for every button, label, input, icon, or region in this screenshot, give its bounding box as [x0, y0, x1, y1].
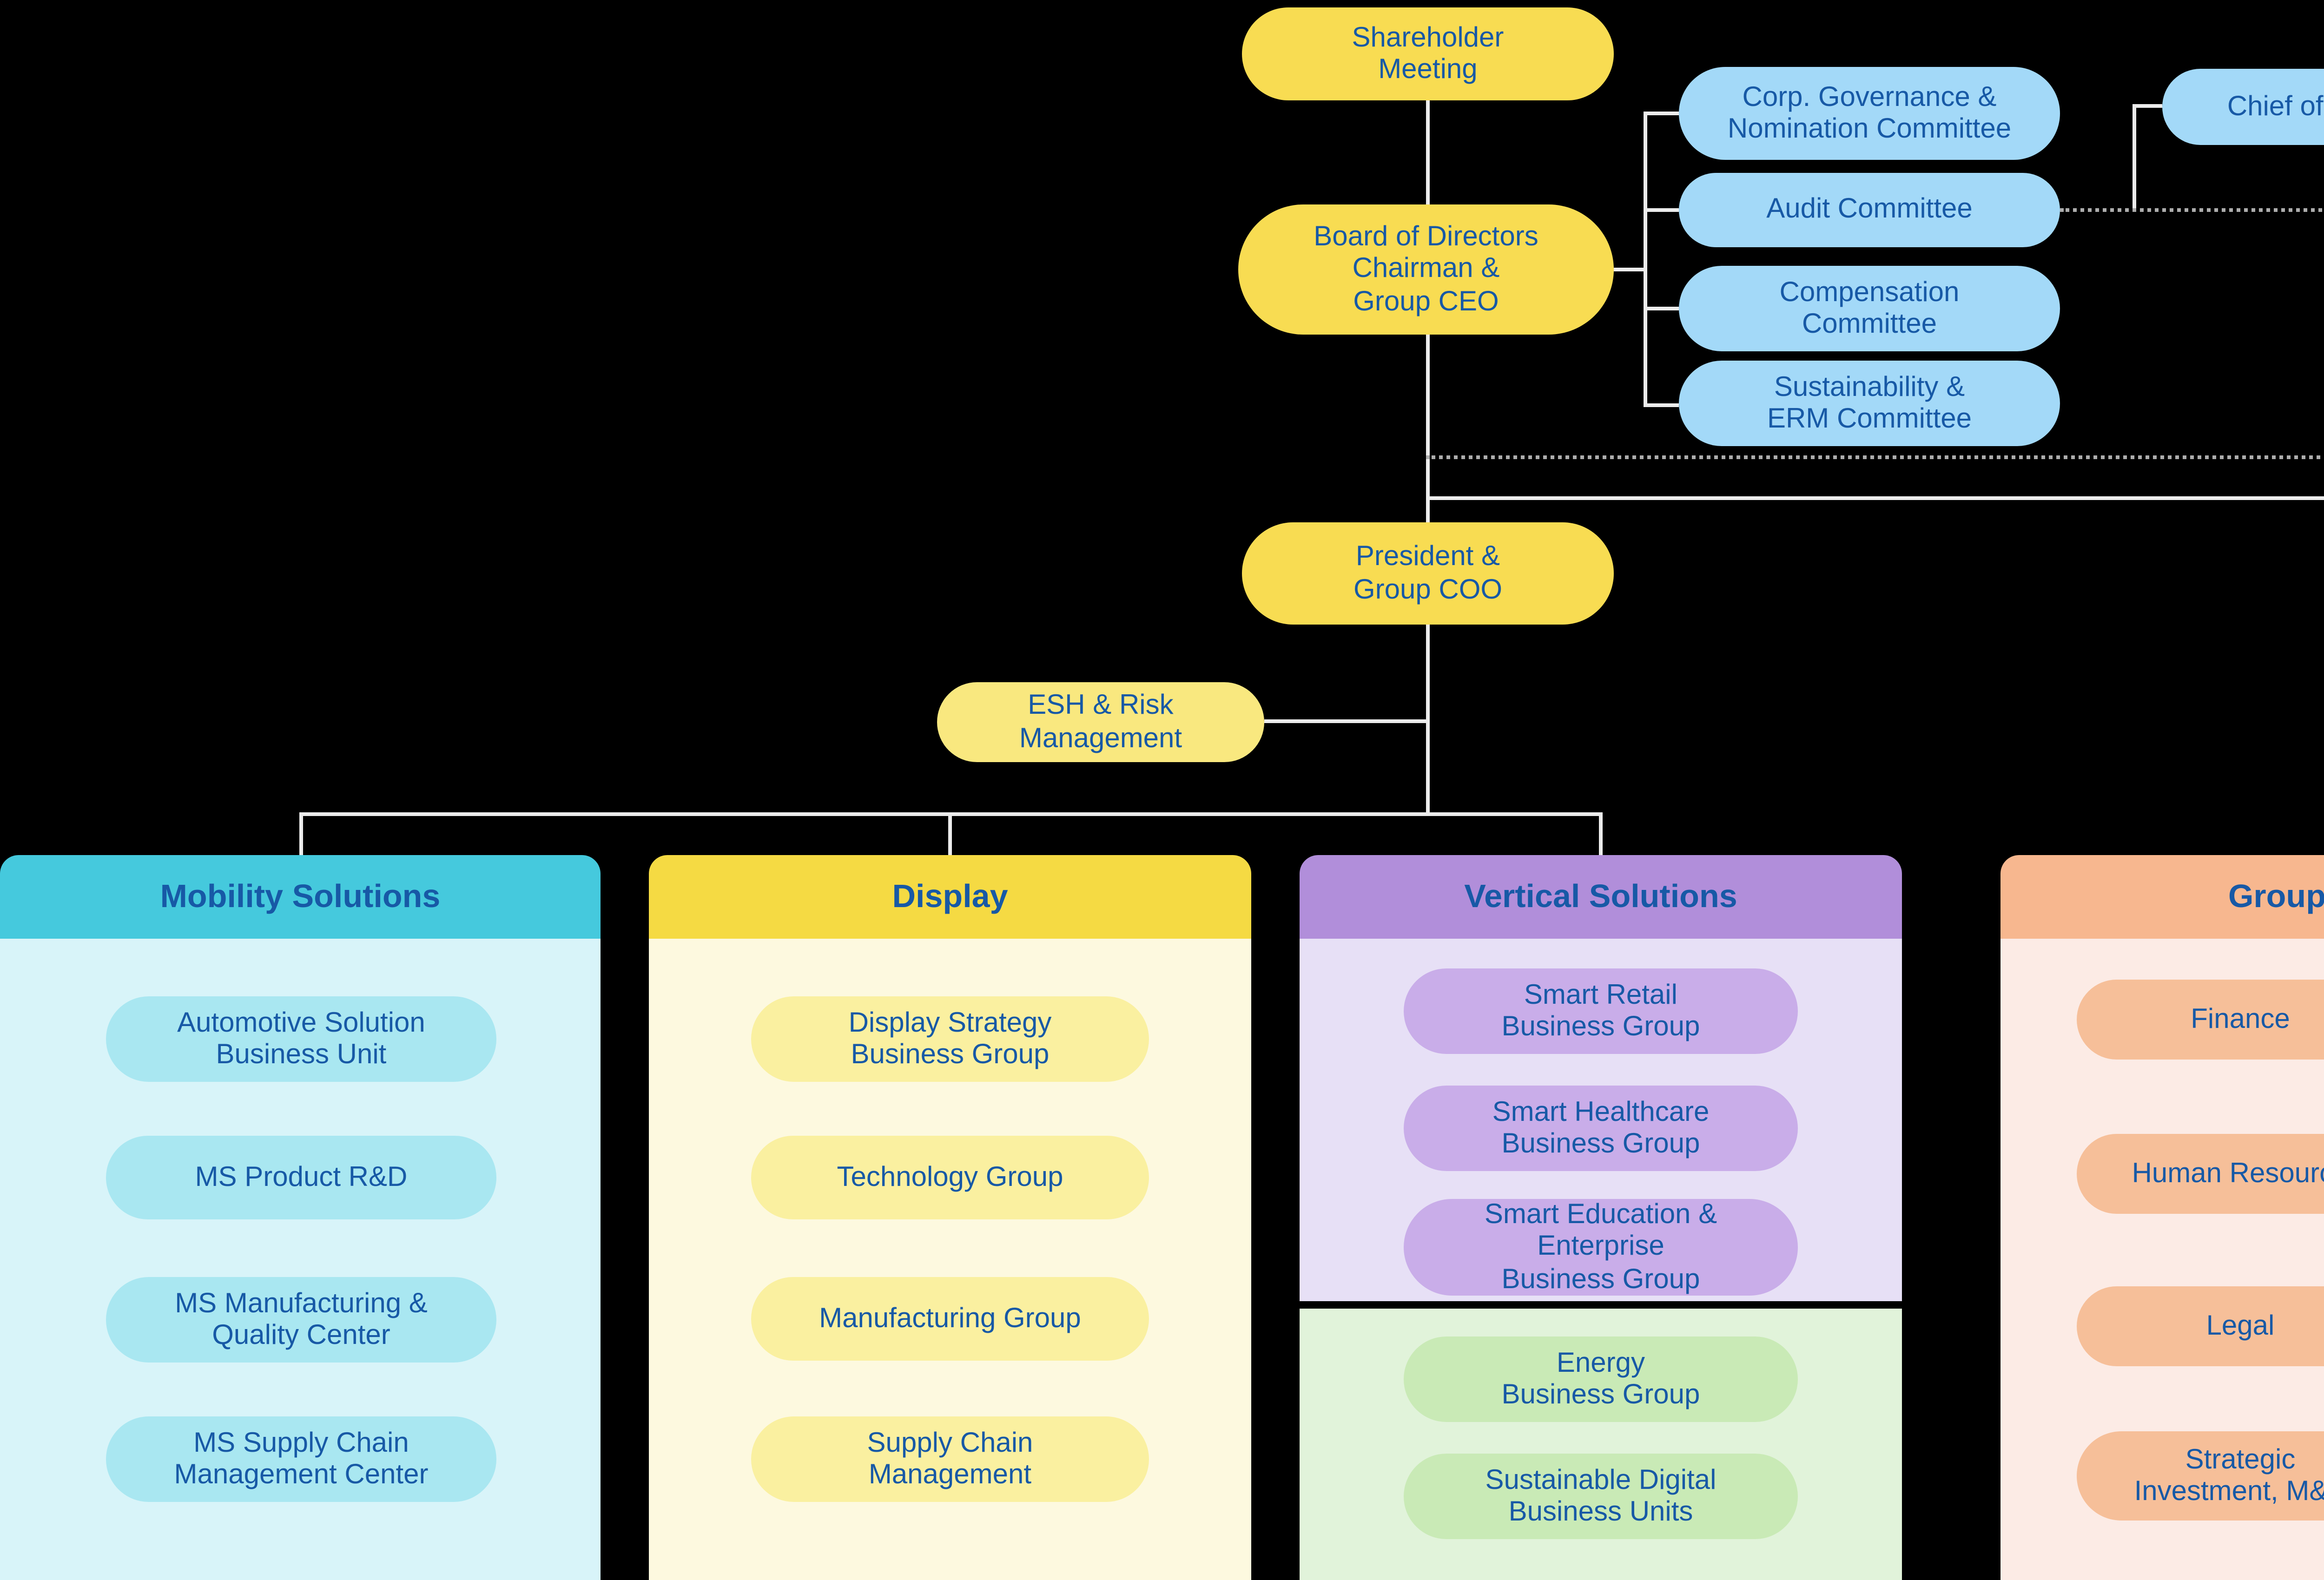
node-finance: Finance	[2077, 980, 2324, 1060]
node-legal: Legal	[2077, 1286, 2324, 1366]
node-ms-supply-chain: MS Supply Chain Management Center	[106, 1416, 496, 1502]
connector-line	[1644, 208, 1679, 212]
node-esh-risk-management: ESH & Risk Management	[937, 682, 1264, 762]
node-chief-of-compliance: Chief of Compliance	[2162, 69, 2324, 145]
connector-line	[299, 812, 303, 855]
node-automotive-solution-bu: Automotive Solution Business Unit	[106, 996, 496, 1082]
node-technology-group: Technology Group	[751, 1136, 1149, 1219]
node-shareholder-meeting: Shareholder Meeting	[1242, 7, 1614, 100]
connector-line	[1426, 335, 1430, 522]
connector-line	[1599, 812, 1603, 855]
connector-line	[1426, 100, 1430, 204]
node-president-coo: President & Group COO	[1242, 522, 1614, 625]
node-smart-healthcare-group: Smart Healthcare Business Group	[1404, 1086, 1798, 1171]
connector-line	[2133, 104, 2136, 210]
connector-line	[1426, 496, 2324, 500]
connector-line	[2133, 104, 2162, 108]
display-header: Display	[649, 855, 1251, 939]
connector-line	[1644, 403, 1679, 407]
connector-line	[1644, 112, 1679, 115]
node-compensation-committee: Compensation Committee	[1679, 266, 2060, 351]
node-ms-manufacturing-quality: MS Manufacturing & Quality Center	[106, 1277, 496, 1363]
connector-line	[1426, 625, 1430, 812]
node-manufacturing-group: Manufacturing Group	[751, 1277, 1149, 1361]
connector-line-dotted	[2060, 208, 2324, 212]
node-supply-chain-management: Supply Chain Management	[751, 1416, 1149, 1502]
vertical-solutions-header: Vertical Solutions	[1300, 855, 1902, 939]
node-corp-governance-committee: Corp. Governance & Nomination Committee	[1679, 67, 2060, 160]
connector-line	[1264, 719, 1426, 723]
connector-line	[948, 812, 952, 855]
group-infrastructure-header: Group Infrastructure Unit	[2000, 855, 2324, 939]
node-display-strategy-group: Display Strategy Business Group	[751, 996, 1149, 1082]
node-human-resource: Human Resource	[2077, 1134, 2324, 1214]
node-board-of-directors: Board of Directors Chairman & Group CEO	[1238, 204, 1614, 335]
connector-line	[1644, 307, 1679, 310]
connector-line	[1614, 268, 1644, 271]
mobility-solutions-header: Mobility Solutions	[0, 855, 601, 939]
node-sustainable-digital-units: Sustainable Digital Business Units	[1404, 1454, 1798, 1539]
node-ms-product-rd: MS Product R&D	[106, 1136, 496, 1219]
node-audit-committee: Audit Committee	[1679, 173, 2060, 247]
node-strategic-investment-ma: Strategic Investment, M&A	[2077, 1431, 2324, 1521]
node-sustainability-erm-committee: Sustainability & ERM Committee	[1679, 361, 2060, 446]
node-energy-business-group: Energy Business Group	[1404, 1336, 1798, 1422]
connector-line-dotted	[1426, 455, 2324, 459]
node-smart-education-enterprise-group: Smart Education & Enterprise Business Gr…	[1404, 1199, 1798, 1296]
node-smart-retail-group: Smart Retail Business Group	[1404, 968, 1798, 1054]
connector-line	[1644, 112, 1647, 407]
